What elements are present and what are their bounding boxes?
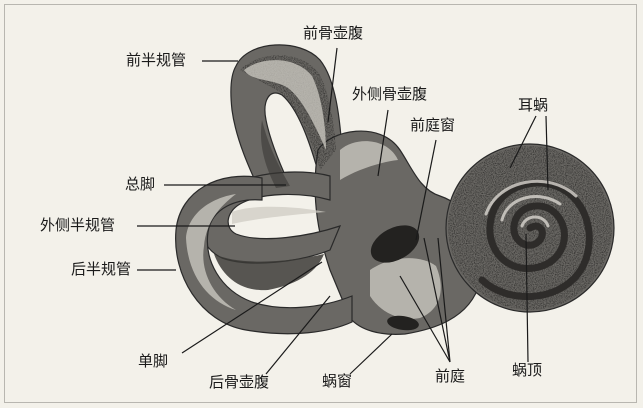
label-oval-window: 前庭窗 — [410, 118, 455, 133]
label-lateral-ampulla: 外侧骨壶腹 — [352, 87, 427, 102]
label-common-crus: 总脚 — [125, 177, 155, 192]
label-posterior-ampulla: 后骨壶腹 — [209, 375, 269, 390]
label-anterior-ampulla: 前骨壶腹 — [303, 26, 363, 41]
label-round-window: 蜗窗 — [322, 374, 352, 389]
label-cochlea: 耳蜗 — [518, 98, 548, 113]
label-simple-crus: 单脚 — [138, 354, 168, 369]
label-lateral-canal: 外侧半规管 — [40, 218, 115, 233]
label-vestibule: 前庭 — [435, 369, 465, 384]
label-anterior-canal: 前半规管 — [126, 53, 186, 68]
label-posterior-canal: 后半规管 — [71, 262, 131, 277]
label-cochlear-apex: 蜗顶 — [512, 363, 542, 378]
